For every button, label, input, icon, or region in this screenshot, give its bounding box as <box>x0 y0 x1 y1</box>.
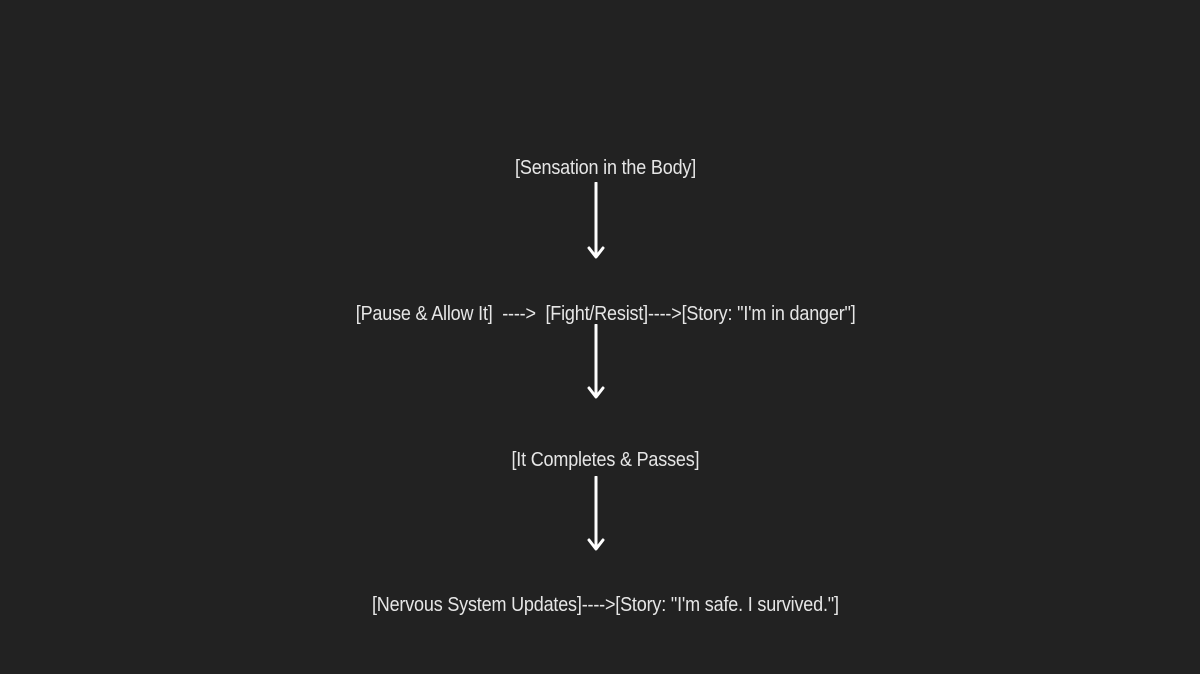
down-arrow-icon <box>587 476 605 551</box>
down-arrow-icon <box>587 182 605 259</box>
node-label: [Nervous System Updates]---->[Story: "I'… <box>372 594 839 616</box>
node-row-nervous-system-story: [Nervous System Updates]---->[Story: "I'… <box>0 569 1200 617</box>
node-it-completes-and-passes: [It Completes & Passes] <box>0 424 1200 472</box>
node-label: [Pause & Allow It] ----> [Fight/Resist]-… <box>355 303 856 325</box>
node-label: [It Completes & Passes] <box>511 449 700 471</box>
node-row-pause-fight-story: [Pause & Allow It] ----> [Fight/Resist]-… <box>0 278 1200 326</box>
node-sensation-in-the-body: [Sensation in the Body] <box>0 132 1200 180</box>
down-arrow-icon <box>587 324 605 399</box>
node-label: [Sensation in the Body] <box>515 157 697 179</box>
